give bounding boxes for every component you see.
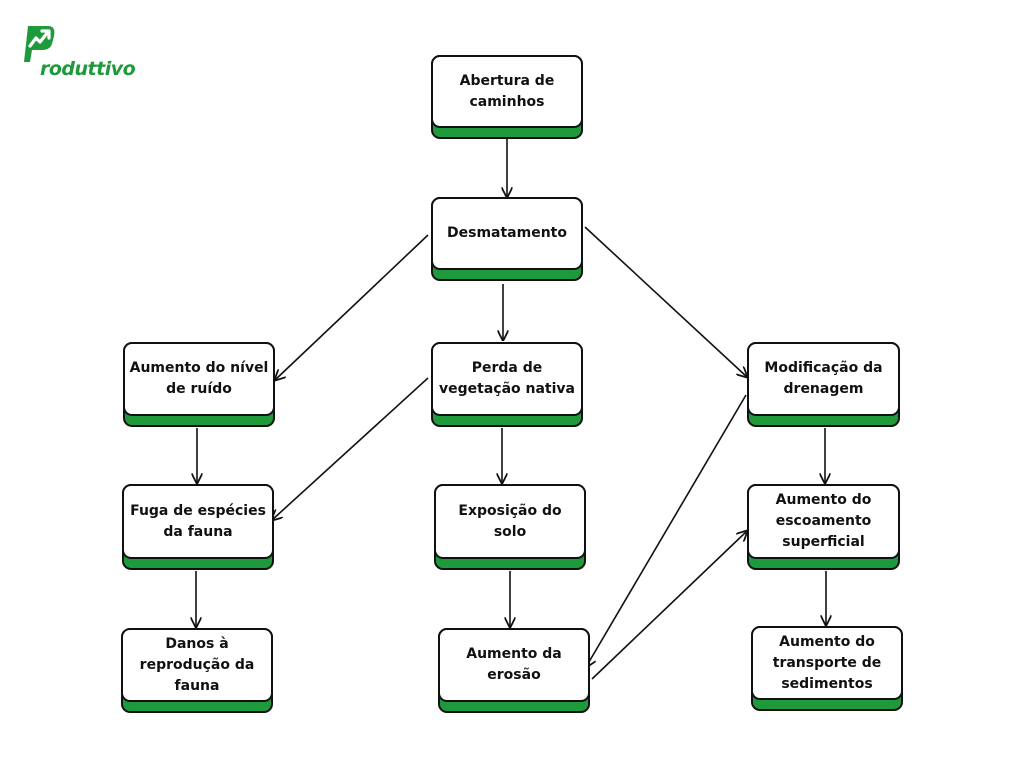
node-modificacao-da-drenagem: Modificação da drenagem [747,342,900,427]
node-aumento-do-nivel-de-ruido: Aumento do nível de ruído [123,342,275,427]
node-aumento-do-transporte-de-sedimentos: Aumento do transporte de sedimentos [751,626,903,711]
node-exposicao-do-solo: Exposição do solo [434,484,586,570]
node-label: Aumento do nível de ruído [129,360,269,397]
logo-wordmark: roduttivo [40,58,136,80]
node-perda-de-vegetacao-nativa: Perda de vegetação nativa [431,342,583,427]
node-label: Abertura de caminhos [459,72,555,110]
node-fuga-de-especies-da-fauna: Fuga de espécies da fauna [122,484,274,570]
arrow-perda-fuga [272,377,429,520]
arrow-erosao-escoamento [591,531,747,680]
arrow-desmatamento-drenagem [584,226,747,377]
node-aumento-do-escoamento-superficial: Aumento do escoamento superficial [747,484,900,570]
node-desmatamento: Desmatamento [431,197,583,281]
node-danos-a-reproducao-da-fauna: Danos à reprodução da fauna [121,628,273,713]
node-aumento-da-erosao: Aumento da erosão [438,628,590,713]
arrow-desmatamento-ruido [275,234,429,380]
node-label: Aumento do transporte de sedimentos [772,633,882,692]
arrow-drenagem-erosao [586,394,747,667]
node-label: Desmatamento [447,225,567,241]
produttivo-logo: roduttivo [18,20,148,79]
node-label: Modificação da drenagem [764,360,883,397]
node-label: Exposição do solo [458,502,562,540]
chart-arrow-logo-icon [24,26,55,62]
node-label: Danos à reprodução da fauna [139,635,255,694]
node-abertura-de-caminhos: Abertura de caminhos [431,55,583,139]
node-label: Fuga de espécies da fauna [130,502,266,540]
node-label: Aumento do escoamento superficial [775,492,872,550]
node-label: Perda de vegetação nativa [439,360,575,397]
node-label: Aumento da erosão [466,646,562,683]
